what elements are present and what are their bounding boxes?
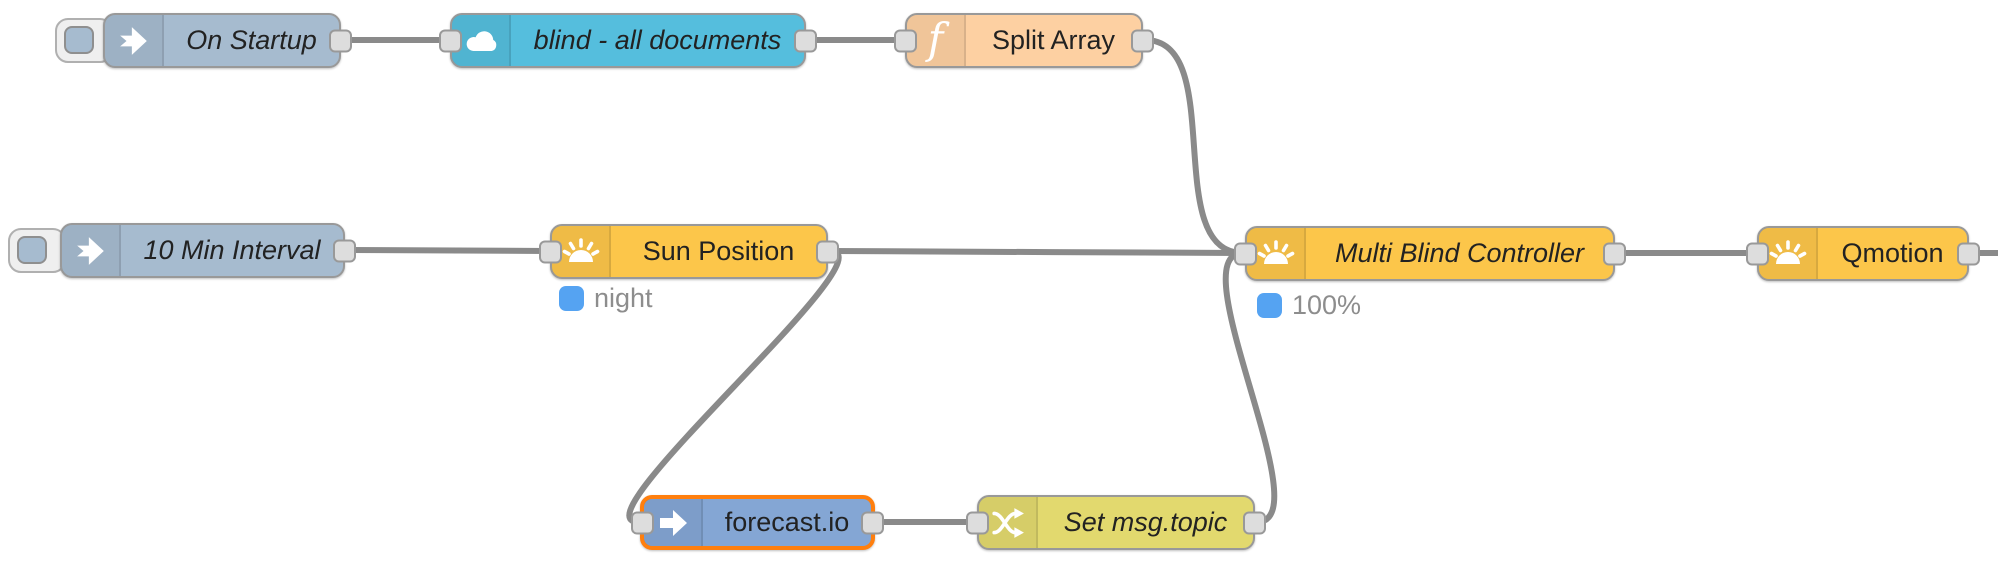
node-label: Sun Position bbox=[642, 236, 795, 266]
function-f-icon: f bbox=[907, 15, 966, 66]
node-label: Set msg.topic bbox=[1063, 507, 1228, 537]
input-port[interactable] bbox=[631, 511, 654, 534]
input-port[interactable] bbox=[1234, 242, 1257, 265]
output-port[interactable] bbox=[816, 240, 839, 263]
node-sun-position[interactable]: Sun Position bbox=[539, 224, 839, 279]
output-port[interactable] bbox=[794, 29, 817, 52]
inject-arrow-icon bbox=[105, 15, 164, 66]
node-label: forecast.io bbox=[724, 507, 850, 537]
node-10-min-interval[interactable]: 10 Min Interval bbox=[60, 223, 356, 278]
input-port[interactable] bbox=[1746, 242, 1769, 265]
output-port[interactable] bbox=[333, 239, 356, 262]
status-dot-icon bbox=[1257, 293, 1282, 318]
node-label: Split Array bbox=[991, 25, 1116, 55]
node-on-startup[interactable]: On Startup bbox=[103, 13, 352, 68]
input-port[interactable] bbox=[894, 29, 917, 52]
wire[interactable] bbox=[626, 248, 842, 525]
node-set-msg-topic[interactable]: Set msg.topic bbox=[966, 495, 1266, 550]
inject-arrow-icon bbox=[62, 225, 121, 276]
input-port[interactable] bbox=[539, 240, 562, 263]
sunrise-icon-svg bbox=[562, 237, 599, 262]
shuffle-icon-svg bbox=[991, 507, 1024, 538]
wire[interactable] bbox=[1142, 37, 1246, 256]
status-dot-icon bbox=[559, 286, 584, 311]
inject-arrow-icon-svg bbox=[76, 236, 104, 265]
inject-arrow-icon-svg bbox=[119, 26, 147, 55]
inject-trigger-button[interactable] bbox=[8, 228, 66, 273]
sunrise-icon-svg bbox=[1257, 239, 1294, 264]
inject-trigger-button-face bbox=[64, 26, 94, 54]
node-status-sun-position: night bbox=[559, 283, 653, 314]
node-label: 10 Min Interval bbox=[143, 235, 321, 265]
node-label: On Startup bbox=[186, 25, 317, 55]
sunrise-icon-svg bbox=[1769, 239, 1806, 264]
output-port[interactable] bbox=[1957, 242, 1980, 265]
node-label: Qmotion bbox=[1841, 238, 1944, 268]
output-port[interactable] bbox=[1131, 29, 1154, 52]
wire[interactable] bbox=[1222, 250, 1278, 525]
cloud-icon-svg bbox=[466, 30, 496, 51]
input-port[interactable] bbox=[439, 29, 462, 52]
wire[interactable] bbox=[344, 247, 551, 254]
node-qmotion[interactable]: Qmotion bbox=[1746, 226, 1980, 281]
node-label: Multi Blind Controller bbox=[1334, 238, 1585, 268]
input-port[interactable] bbox=[966, 511, 989, 534]
output-port[interactable] bbox=[1603, 242, 1626, 265]
output-port[interactable] bbox=[1243, 511, 1266, 534]
output-port[interactable] bbox=[329, 29, 352, 52]
function-f-glyph: f bbox=[927, 13, 944, 63]
node-label: blind - all documents bbox=[533, 25, 782, 55]
output-port[interactable] bbox=[861, 511, 884, 534]
inject-trigger-button-face bbox=[17, 236, 47, 264]
status-text: night bbox=[594, 283, 653, 313]
status-text: 100% bbox=[1292, 290, 1362, 320]
arrow-right-icon-svg bbox=[659, 509, 687, 536]
node-blind-all-documents[interactable]: blind - all documents bbox=[439, 13, 817, 68]
wire[interactable] bbox=[827, 248, 1246, 256]
node-multi-blind-controller[interactable]: Multi Blind Controller bbox=[1234, 226, 1626, 281]
node-status-multi-blind-controller: 100% bbox=[1257, 290, 1361, 321]
node-forecast-io[interactable]: forecast.io bbox=[631, 495, 884, 550]
node-split-array[interactable]: f Split Array bbox=[894, 13, 1154, 68]
